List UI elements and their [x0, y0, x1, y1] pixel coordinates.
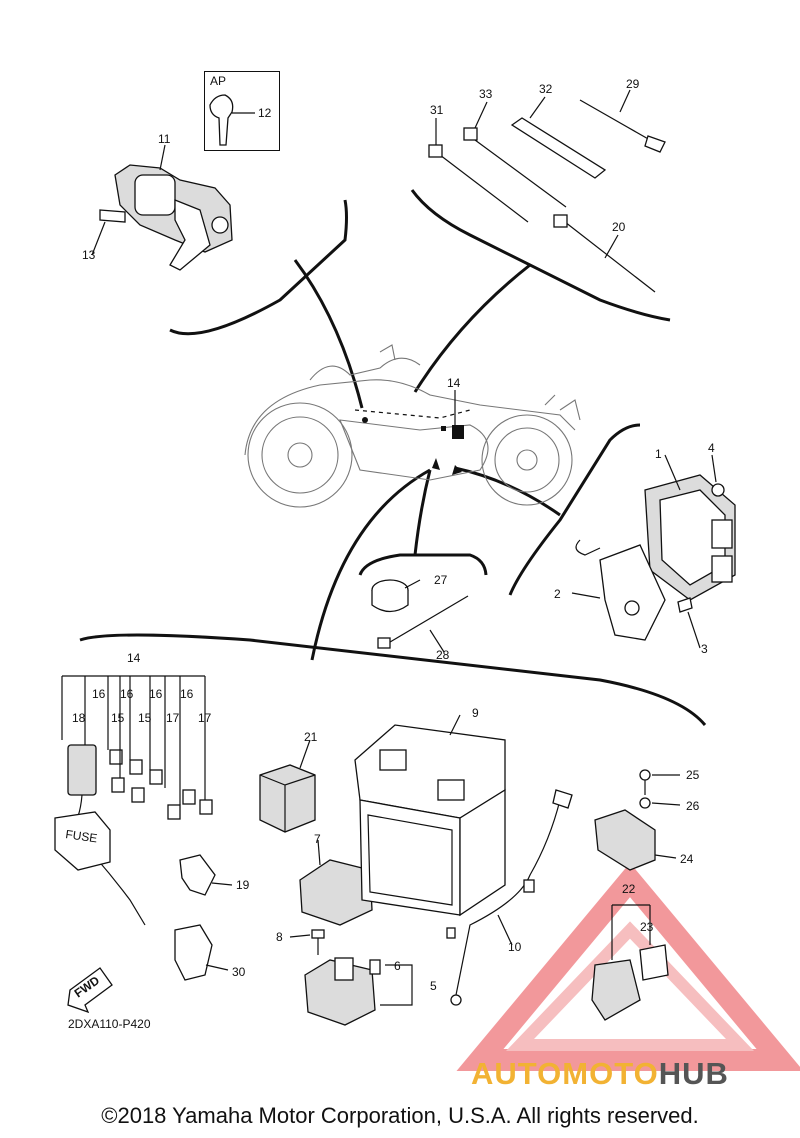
watermark-triangle [456, 862, 800, 1071]
callout-13: 13 [82, 248, 96, 262]
callout-12: 12 [258, 106, 272, 120]
callout-16d: 16 [180, 687, 194, 701]
fuse-leaders [61, 675, 206, 805]
callout-23: 23 [640, 920, 654, 934]
section-curve-ecu [508, 423, 641, 596]
callout-16a: 16 [92, 687, 106, 701]
callout-9: 9 [472, 706, 479, 720]
callout-17b: 17 [198, 711, 212, 725]
key-icon [209, 94, 234, 146]
part-ignition-switch [99, 164, 233, 271]
callout-32: 32 [539, 82, 553, 96]
callout-26: 26 [686, 799, 700, 813]
callout-25: 25 [686, 768, 700, 782]
callout-8: 8 [276, 930, 283, 944]
part-cover [299, 859, 373, 926]
callout-33: 33 [479, 87, 493, 101]
callout-16b: 16 [120, 687, 134, 701]
section-curve-ties [410, 189, 671, 322]
callout-14-harness: 14 [127, 651, 141, 665]
arrow-line-1 [293, 259, 364, 409]
arrow-line-4 [413, 469, 432, 556]
part-bracket-30 [174, 924, 229, 981]
callout-7: 7 [314, 832, 321, 846]
callout-28: 28 [436, 648, 450, 662]
watermark-logo: AUTOMOTOHUB [471, 1056, 729, 1092]
callout-27: 27 [434, 573, 448, 587]
watermark-word-3: HUB [658, 1056, 729, 1091]
callout-14-bike: 14 [447, 376, 461, 390]
part-ecu [575, 474, 736, 641]
fwd-arrow-icon [67, 967, 113, 1014]
part-holder [371, 579, 469, 649]
callout-15a: 15 [111, 711, 125, 725]
callout-2: 2 [554, 587, 561, 601]
callout-18: 18 [72, 711, 86, 725]
callout-10: 10 [508, 940, 522, 954]
callout-30: 30 [232, 965, 246, 979]
part-starter-relay [304, 929, 413, 1026]
part-sensor [594, 769, 681, 871]
callout-17a: 17 [166, 711, 180, 725]
ap-label: AP [210, 74, 227, 88]
callout-22: 22 [622, 882, 636, 896]
part-relay-assembly [591, 904, 669, 1021]
arrow-line-3 [310, 468, 431, 661]
watermark-word-1: AUTO [471, 1056, 563, 1091]
callout-31: 31 [430, 103, 444, 117]
callout-3: 3 [701, 642, 708, 656]
part-relay [259, 764, 316, 833]
fuse-box-label: FUSE [65, 827, 99, 845]
diagram-code: 2DXA110-P420 [68, 1017, 151, 1031]
arrow-line-5 [454, 466, 561, 517]
section-curve-ignition [169, 199, 348, 336]
motorcycle-outline [244, 344, 581, 508]
callout-29: 29 [626, 77, 640, 91]
part-wire-harness [54, 744, 213, 926]
callout-4: 4 [708, 441, 715, 455]
callout-24: 24 [680, 852, 694, 866]
callout-19: 19 [236, 878, 250, 892]
callout-16c: 16 [149, 687, 163, 701]
watermark-word-2: MOTO [562, 1056, 659, 1091]
section-curve-holder [358, 553, 488, 576]
copyright-notice: ©2018 Yamaha Motor Corporation, U.S.A. A… [101, 1103, 699, 1128]
part-clamp [179, 854, 233, 896]
callout-6: 6 [394, 959, 401, 973]
callout-5: 5 [430, 979, 437, 993]
section-curve-electrical [79, 633, 707, 726]
part-battery-cable [446, 789, 573, 1006]
callout-15b: 15 [138, 711, 152, 725]
ap-inset-box: AP [204, 71, 280, 151]
callout-1: 1 [655, 447, 662, 461]
arrow-line-2 [413, 263, 531, 393]
callout-20: 20 [612, 220, 626, 234]
part-battery [354, 724, 506, 917]
callout-21: 21 [304, 730, 318, 744]
callout-leaders [91, 89, 717, 946]
cable-ties [428, 99, 666, 293]
callout-11: 11 [158, 132, 171, 146]
